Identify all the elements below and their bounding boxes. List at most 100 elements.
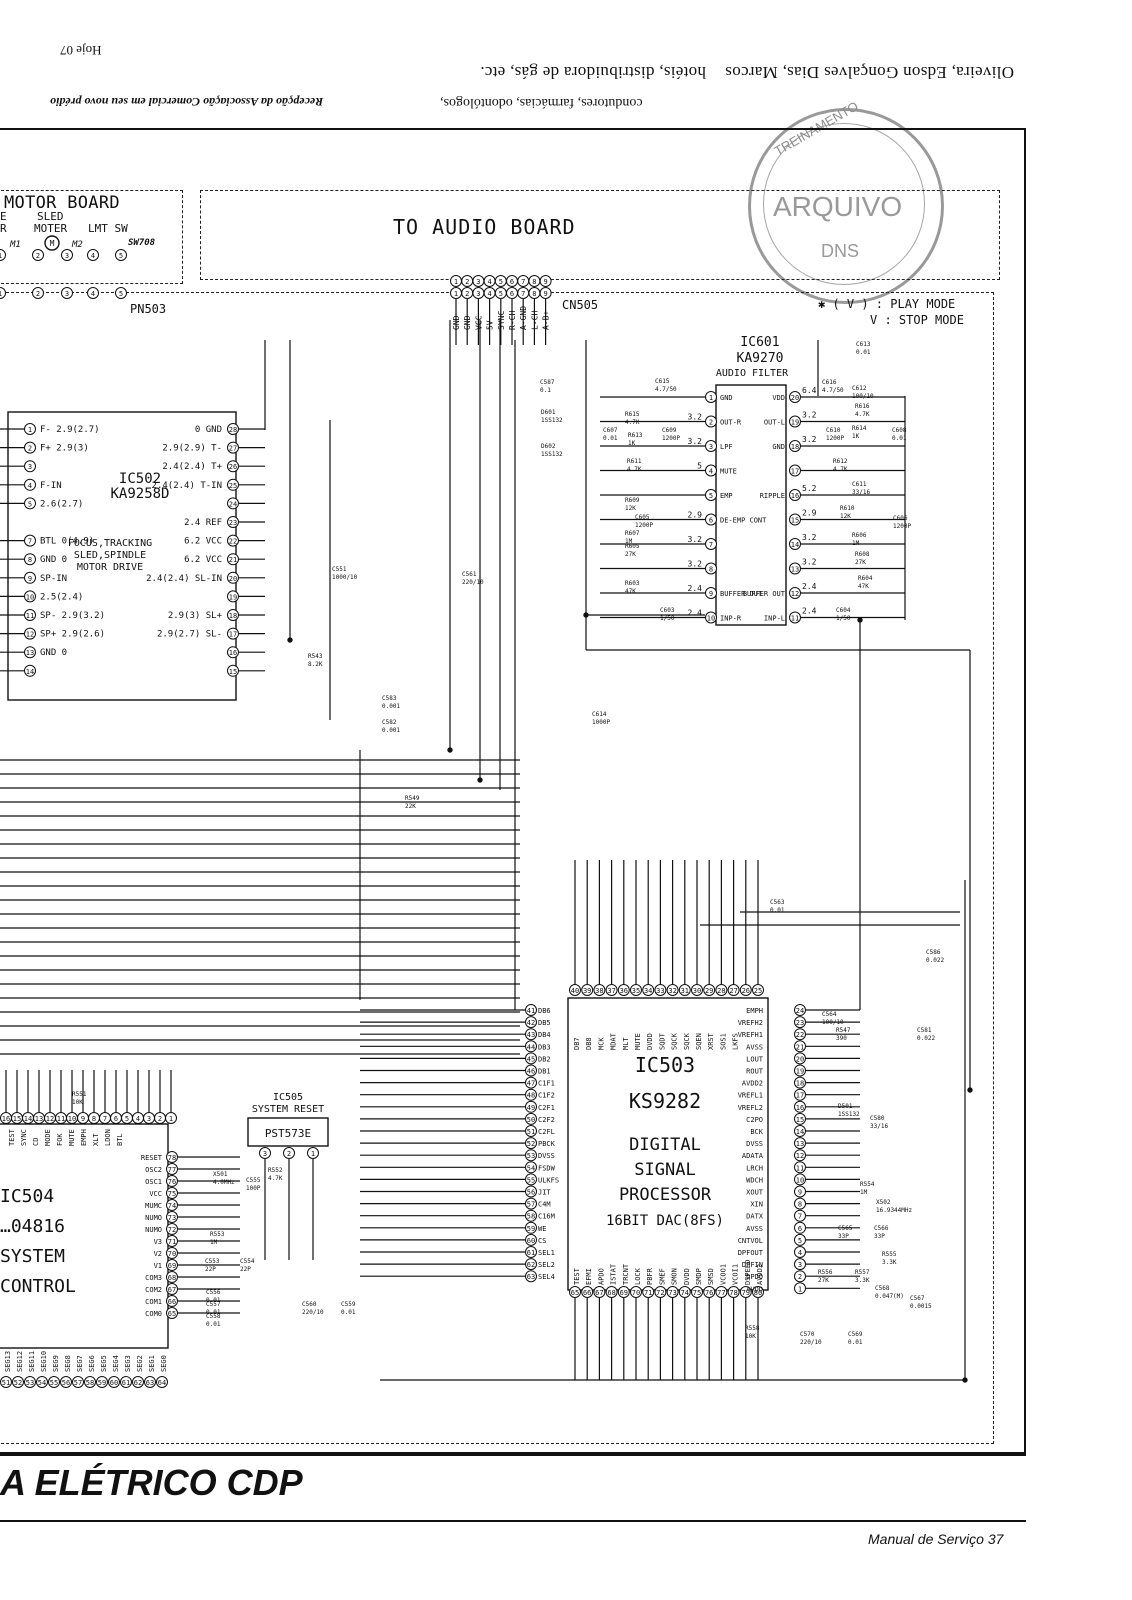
pin-number: 5	[125, 1115, 129, 1123]
footer-rule	[0, 1452, 1026, 1454]
pin-number: 8	[92, 1115, 96, 1123]
ic504-seg-label: SEG13	[4, 1351, 12, 1372]
ic503-pin	[525, 1076, 537, 1089]
ic504-pin	[166, 1151, 178, 1163]
ic503-pin	[525, 1137, 537, 1150]
ic503-pin-label: CNTVOL	[738, 1237, 763, 1245]
component-ref: C610	[826, 427, 841, 434]
ic601-pin	[705, 391, 717, 403]
ic503-pin-label: TRCNT	[622, 1263, 630, 1285]
ic504-pin-bot	[144, 1376, 156, 1388]
ic601-pin-label: OUT-L	[764, 419, 785, 427]
ic601-voltage: 2.4	[688, 609, 703, 618]
pin-number: 3	[263, 1150, 267, 1158]
ic502-pin-label: 6.2 VCC	[184, 537, 222, 547]
ic504-pin-label: FOK	[56, 1133, 64, 1146]
ic503-pin	[794, 1185, 806, 1198]
pin-number: 4	[91, 252, 95, 260]
pin-number: 43	[527, 1031, 535, 1039]
pin-number: 23	[796, 1019, 804, 1027]
ic502-pin	[227, 478, 239, 491]
ic503-pin-label: DB7	[573, 1037, 581, 1050]
pin-number: 41	[527, 1007, 535, 1015]
component-ref: C551	[332, 566, 347, 573]
pin-number: 60	[527, 1237, 535, 1245]
ic503-pin-label: C2FL	[538, 1128, 555, 1136]
pin-number: 69	[620, 1289, 628, 1297]
pin-number: 1	[0, 252, 2, 260]
ic502-pin-label: SP+ 2.9(2.6)	[40, 630, 105, 640]
component-value: 1200P	[893, 523, 911, 530]
ic502-pin	[227, 664, 239, 677]
ic601-voltage: 5	[697, 462, 702, 471]
pin-number: 65	[571, 1289, 579, 1297]
ic503-pin	[525, 1221, 537, 1234]
component-ref: R549	[405, 795, 420, 802]
ic503-pin-label: ADATA	[742, 1152, 764, 1160]
ic502-pin	[227, 609, 239, 621]
ic502-pin	[227, 534, 239, 547]
ic504-part: …04816	[0, 1216, 65, 1237]
ic503-pin	[569, 1286, 581, 1298]
component-value: 4.7/50	[655, 386, 677, 393]
pin-number: 9	[543, 290, 547, 298]
ic504-pin-bot	[156, 1376, 168, 1388]
pin-number: 72	[656, 1289, 664, 1297]
sled-label: SLED	[37, 210, 64, 223]
legend-play: ✱ ( V ) : PLAY MODE	[818, 297, 956, 311]
ic503-pin-label: MCK	[597, 1037, 605, 1050]
component-ref: X502	[876, 1199, 891, 1206]
pin-number: 7	[28, 538, 32, 546]
pin-number: 64	[158, 1379, 166, 1387]
pin-number: 25	[229, 482, 237, 490]
ic505-pin	[259, 1147, 271, 1159]
ic502-pin	[227, 571, 239, 584]
component-ref: C555	[246, 1177, 261, 1184]
pn503-pin	[32, 287, 44, 299]
ic503-pin	[739, 1286, 752, 1298]
component-ref: D601	[541, 409, 556, 416]
ic504-pin-bot	[120, 1376, 132, 1388]
pin-number: 48	[527, 1092, 535, 1100]
pin-number: 5	[798, 1237, 802, 1245]
pin-number: 31	[681, 987, 689, 995]
pin-number: 4	[709, 468, 713, 476]
ic503-pin-label: DVDD	[683, 1268, 691, 1285]
junction-dot	[477, 777, 483, 783]
ic503-pin	[691, 984, 703, 996]
ic502-func: MOTOR DRIVE	[77, 562, 143, 573]
pin-number: 61	[122, 1379, 130, 1387]
ic503-pin	[703, 984, 716, 996]
motor-glyph: M	[50, 239, 55, 248]
pin-number: 47	[527, 1080, 535, 1088]
pin-number: 12	[791, 590, 799, 598]
pin-number: 69	[168, 1262, 176, 1270]
pin-number: 12	[46, 1115, 54, 1123]
component-value: 4.7/50	[822, 387, 844, 394]
ic503-pin-label: AVDD2	[756, 1264, 764, 1285]
ic503-pin	[666, 984, 679, 996]
ic503-pin-label: C2PO	[746, 1116, 763, 1124]
ic503-pin	[525, 1161, 537, 1174]
pin-number: 14	[24, 1115, 32, 1123]
ic503-pin	[525, 1258, 537, 1271]
cn505-pin-label: A-B+	[542, 311, 551, 330]
pin-number: 5	[119, 290, 123, 298]
ic503-pin-label: SMON	[671, 1268, 679, 1285]
ic503-pin-label: DB1	[538, 1068, 551, 1076]
ic504-pin-label: COM3	[145, 1274, 162, 1282]
component-value: 1K	[852, 433, 860, 440]
component-ref: C614	[592, 711, 607, 718]
footer-title: A ELÉTRICO CDP	[0, 1462, 303, 1503]
ic504-pin-label: LDON	[104, 1129, 112, 1146]
pin-number: 2	[28, 445, 32, 453]
component-value: 27K	[818, 1277, 829, 1284]
ic503-pin	[794, 1173, 806, 1186]
ic502-pin	[227, 590, 239, 603]
component-value: 12K	[625, 505, 636, 512]
ic601-voltage: 5.2	[802, 484, 817, 493]
component-value: 1000/10	[332, 574, 358, 581]
ic503-pin	[525, 1028, 537, 1041]
component-ref: R611	[627, 458, 642, 465]
ic503-pin-label: FSDW	[538, 1164, 556, 1172]
